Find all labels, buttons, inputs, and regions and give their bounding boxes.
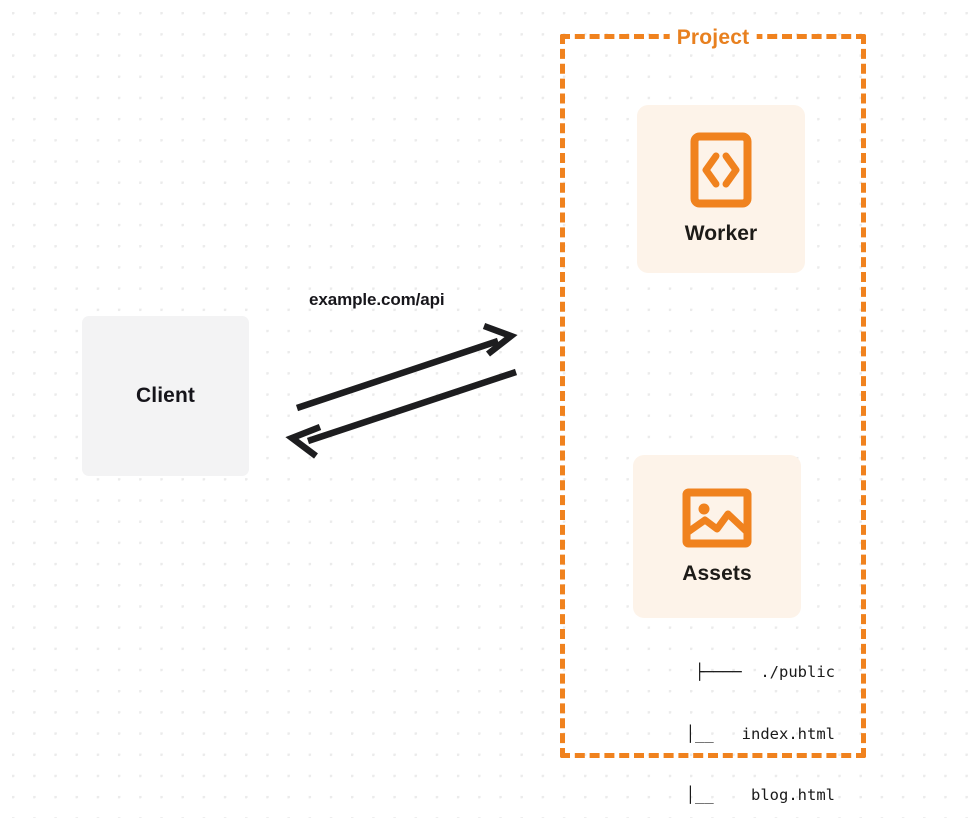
asset-file-tree: ├──── ./public │__ index.html │__ blog.h… xyxy=(589,621,835,818)
code-brackets-icon xyxy=(690,132,752,208)
project-container: Project Worker Assets xyxy=(560,26,866,804)
connection-label: example.com/api xyxy=(309,290,445,309)
file-tree-row: ├──── ./public xyxy=(695,663,835,681)
response-arrow xyxy=(285,368,518,459)
file-tree-row: │__ blog.html xyxy=(685,786,835,804)
worker-card[interactable]: Worker xyxy=(637,105,805,273)
client-node[interactable]: Client xyxy=(82,316,249,476)
project-title: Project xyxy=(669,26,757,50)
assets-card[interactable]: Assets xyxy=(633,455,801,618)
client-node-label: Client xyxy=(136,384,195,407)
assets-card-label: Assets xyxy=(682,561,752,585)
file-tree-row: │__ index.html xyxy=(685,724,835,743)
image-icon xyxy=(682,488,752,548)
request-arrow xyxy=(295,322,518,412)
worker-card-label: Worker xyxy=(684,222,758,245)
